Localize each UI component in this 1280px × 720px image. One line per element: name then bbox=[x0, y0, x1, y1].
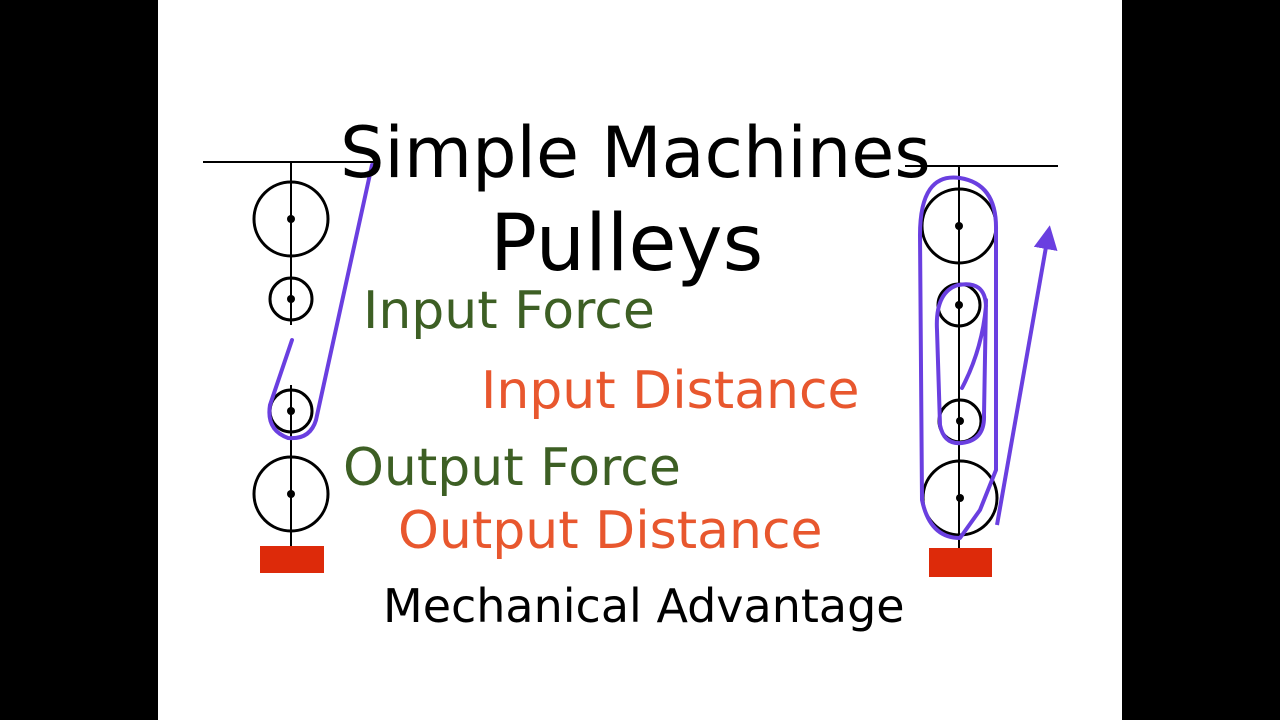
right-pulley-system bbox=[905, 165, 1058, 577]
left-moving-pulley-small-axle bbox=[287, 407, 295, 415]
right-rope-pull-line bbox=[995, 225, 1058, 526]
right-fixed-pulley-large-axle bbox=[955, 222, 963, 230]
slide-subtitle: Pulleys bbox=[490, 199, 764, 289]
right-fixed-pulley-small-axle bbox=[955, 301, 963, 309]
right-moving-pulley-small-axle bbox=[956, 417, 964, 425]
term-input-force: Input Force bbox=[363, 281, 655, 341]
left-rope bbox=[267, 163, 374, 441]
left-moving-pulley-large-axle bbox=[287, 490, 295, 498]
term-mechanical-advantage: Mechanical Advantage bbox=[383, 579, 905, 633]
left-moving-pulley-large bbox=[252, 455, 330, 533]
left-fixed-pulley-axle bbox=[287, 215, 295, 223]
left-pulley-system bbox=[203, 161, 378, 573]
left-fixed-pulley-large bbox=[252, 180, 330, 258]
left-fixed-pulley-small bbox=[268, 276, 314, 322]
term-output-force: Output Force bbox=[343, 438, 681, 498]
left-fixed-pulley-small-axle bbox=[287, 295, 295, 303]
right-moving-pulley-large-axle bbox=[956, 494, 964, 502]
right-load-block bbox=[929, 548, 992, 577]
slide-canvas bbox=[158, 0, 1122, 720]
right-rope-inner-loop bbox=[934, 282, 988, 446]
term-output-distance: Output Distance bbox=[398, 501, 823, 561]
left-load-block bbox=[260, 546, 324, 573]
right-rope-outer-loop bbox=[918, 175, 999, 540]
term-input-distance: Input Distance bbox=[481, 361, 860, 421]
slide-title: Simple Machines bbox=[340, 112, 931, 194]
